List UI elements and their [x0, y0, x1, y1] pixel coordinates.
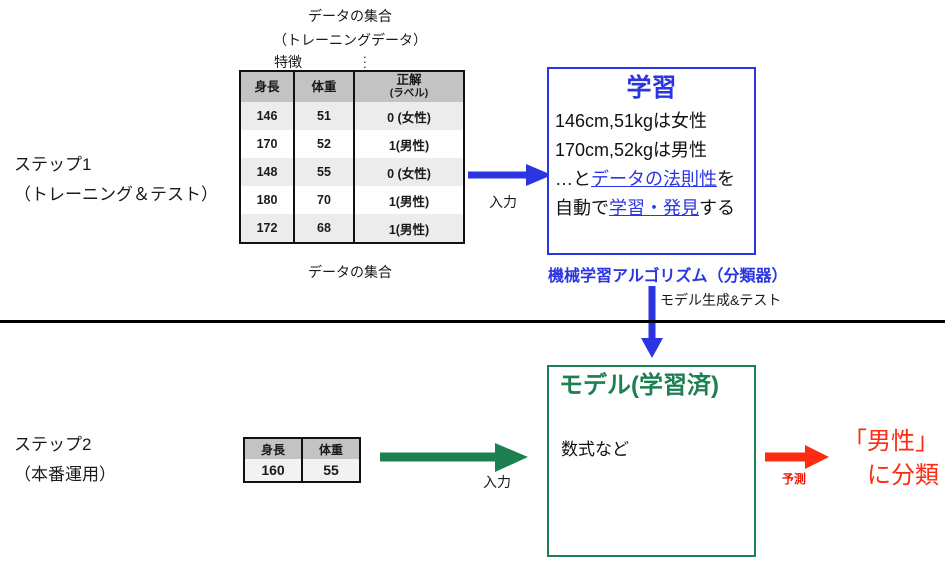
learning-box-body: 146cm,51kgは女性 170cm,52kgは男性 …とデータの法則性を 自… [555, 107, 754, 223]
cell-label: 0 (女性) [353, 102, 465, 130]
input-arrow-2-icon [380, 443, 528, 472]
learning-line-3-link[interactable]: データの法則性 [591, 168, 717, 189]
cell-label: 1(男性) [353, 130, 465, 158]
learning-line-1: 146cm,51kgは女性 [555, 110, 708, 131]
step2-label-line2: （本番運用） [14, 465, 116, 484]
table-row: 160 55 [243, 459, 361, 482]
table-row: 146 51 0 (女性) [239, 102, 465, 130]
learning-line-3-post: を [717, 168, 735, 189]
feature-dots-icon: ... [363, 46, 367, 71]
col-header-weight: 体重 [301, 438, 361, 459]
feature-label: 特徴 [274, 54, 302, 70]
step1-label-line2: （トレーニング＆テスト） [14, 185, 218, 204]
predict-arrow-label: 予測 [782, 472, 807, 486]
prediction-result: 「男性」 に分類 [843, 425, 939, 493]
prediction-result-line1: 「男性」 [843, 428, 939, 455]
cell-label: 0 (女性) [353, 158, 465, 186]
step2-label-line1: ステップ2 [14, 435, 92, 454]
table-row: 170 52 1(男性) [239, 130, 465, 158]
learning-line-2: 170cm,52kgは男性 [555, 139, 708, 160]
input-arrow-1-icon [468, 164, 552, 186]
training-caption-bottom: データの集合 [308, 264, 392, 280]
model-box: モデル(学習済) 数式など [547, 365, 756, 557]
cell-weight: 55 [293, 158, 355, 186]
model-box-body: 数式など [561, 440, 629, 460]
prediction-result-line2: に分類 [867, 462, 939, 489]
model-generation-arrow-icon [641, 286, 663, 358]
training-caption-top-line2: （トレーニングデータ） [273, 32, 427, 48]
model-box-title: モデル(学習済) [559, 372, 719, 399]
cell-height: 160 [243, 459, 303, 482]
step2-label: ステップ2 （本番運用） [14, 430, 116, 490]
step1-label-line1: ステップ1 [14, 155, 92, 174]
cell-weight: 70 [293, 186, 355, 214]
learning-line-4-link[interactable]: 学習・発見 [609, 197, 699, 218]
section-divider [0, 320, 945, 323]
input-arrow-1-label: 入力 [489, 194, 517, 210]
input-arrow-2-label: 入力 [483, 474, 511, 490]
training-caption-top-line1: データの集合 [308, 8, 392, 24]
cell-weight: 68 [293, 214, 355, 243]
cell-height: 146 [239, 102, 295, 130]
cell-height: 148 [239, 158, 295, 186]
learning-line-3: …とデータの法則性を [555, 165, 754, 194]
table-row: 172 68 1(男性) [239, 214, 465, 243]
learning-line-4-post: する [699, 197, 735, 218]
learning-line-4-pre: 自動で [555, 197, 609, 218]
cell-weight: 52 [293, 130, 355, 158]
cell-weight: 51 [293, 102, 355, 130]
cell-height: 170 [239, 130, 295, 158]
learning-line-4: 自動で学習・発見する [555, 194, 754, 223]
table-header-row: 身長 体重 正解 (ラベル) [239, 71, 465, 102]
table-row: 148 55 0 (女性) [239, 158, 465, 186]
table-header-row: 身長 体重 [243, 438, 361, 459]
cell-height: 172 [239, 214, 295, 243]
col-header-weight: 体重 [293, 71, 355, 102]
learning-box: 学習 146cm,51kgは女性 170cm,52kgは男性 …とデータの法則性… [547, 67, 756, 255]
cell-height: 180 [239, 186, 295, 214]
step1-label: ステップ1 （トレーニング＆テスト） [14, 150, 218, 210]
col-header-label: 正解 (ラベル) [353, 71, 465, 102]
col-header-height: 身長 [243, 438, 303, 459]
cell-label: 1(男性) [353, 214, 465, 243]
predict-arrow-icon [765, 445, 829, 469]
training-data-table: 身長 体重 正解 (ラベル) 146 51 0 (女性) 170 52 1(男性… [239, 70, 465, 244]
cell-weight: 55 [301, 459, 361, 482]
model-generation-arrow-label: モデル生成&テスト [660, 292, 782, 308]
prediction-input-table: 身長 体重 160 55 [243, 437, 361, 483]
col-header-height: 身長 [239, 71, 295, 102]
learning-box-caption: 機械学習アルゴリズム（分類器） [548, 268, 788, 285]
learning-line-3-pre: …と [555, 168, 591, 189]
table-row: 180 70 1(男性) [239, 186, 465, 214]
cell-label: 1(男性) [353, 186, 465, 214]
learning-box-title: 学習 [626, 74, 677, 102]
